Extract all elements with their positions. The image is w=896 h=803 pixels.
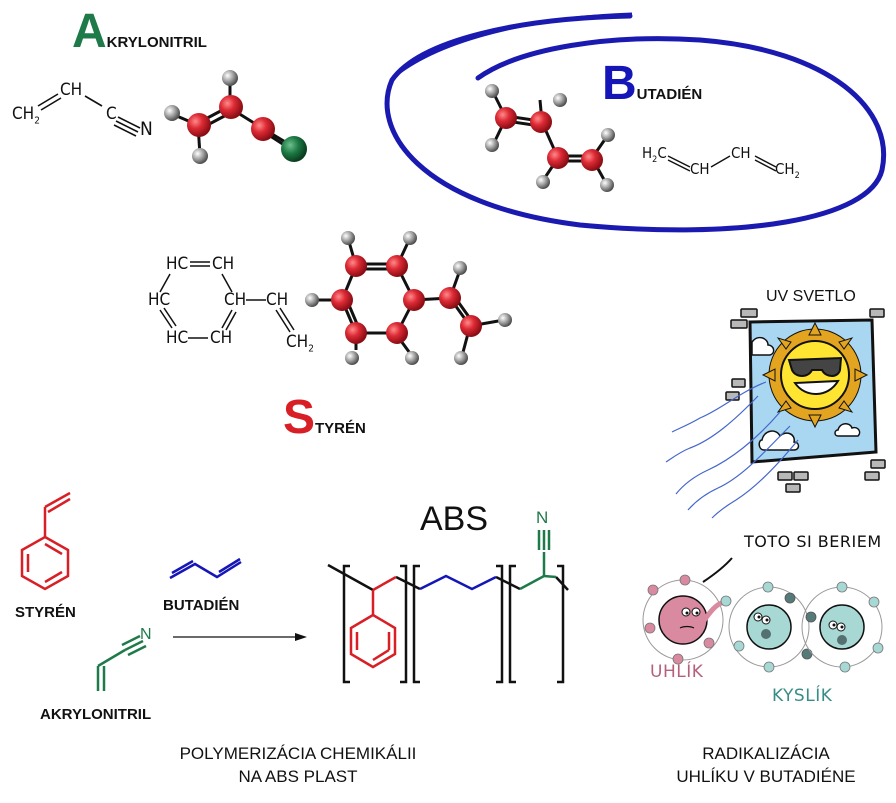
abs-polymer-structure (327, 530, 569, 684)
uv-rays (665, 381, 799, 519)
formula-hc-mid: HC (148, 290, 171, 310)
formula-ch2-end: CH2 (775, 160, 800, 181)
nitrogen-atom (281, 136, 307, 162)
formula-ch-bot: CH (210, 328, 233, 348)
butadiene-title-rest: UTADIÉN (636, 86, 703, 103)
carbon-atom (547, 147, 569, 169)
abs-product-n: N (536, 508, 549, 527)
hydrogen-atom (600, 178, 614, 192)
carbon-atom (581, 149, 603, 171)
hydrogen-atom (164, 105, 180, 121)
formula-h2c: H2C (642, 144, 667, 165)
carbon-atom (345, 255, 367, 277)
uv-light-title: UV SVETLO (766, 288, 856, 305)
carbon-atom (495, 107, 517, 129)
carbon-atom (187, 113, 211, 137)
butadiene-skeletal (169, 557, 242, 580)
hydrogen-atom (405, 351, 419, 365)
radicalization-caption: RADIKALIZÁCIA UHLÍKU V BUTADIÉNE (656, 742, 876, 788)
carbon-atom-character (642, 574, 732, 665)
reaction-acrylonitrile-label: AKRYLONITRIL (40, 706, 152, 723)
acrylonitrile-skeletal (96, 634, 147, 691)
reaction-styrene-label: STYRÉN (15, 604, 76, 621)
hydrogen-atom (453, 261, 467, 275)
polymerization-caption-line1: POLYMERIZÁCIA CHEMIKÁLII (179, 744, 417, 763)
sun-icon (761, 321, 869, 429)
styrene-initial: S (283, 391, 315, 444)
formula-ch2: CH2 (286, 332, 314, 355)
polymerization-caption: POLYMERIZÁCIA CHEMIKÁLII NA ABS PLAST (166, 742, 430, 788)
speech-label: TOTO SI BERIEM (744, 532, 882, 551)
acrylonitrile-title-rest: KRYLONITRIL (106, 34, 207, 51)
hydrogen-atom (305, 293, 319, 307)
carbon-atom (460, 315, 482, 337)
hydrogen-atom (485, 84, 499, 98)
formula-ch2: CH2 (12, 104, 40, 127)
butadiene-initial: B (602, 57, 637, 110)
carbon-atom (386, 322, 408, 344)
hydrogen-atom (345, 351, 359, 365)
reaction-nitrile-n: N (140, 626, 152, 643)
formula-hc-top: HC (166, 254, 189, 274)
oxygen-atom-character (801, 581, 884, 673)
hydrogen-atom (536, 175, 550, 189)
hydrogen-atom (601, 128, 615, 142)
cloud-icons (751, 336, 861, 451)
carbon-atom (219, 95, 243, 119)
carbon-atom (331, 289, 353, 311)
hydrogen-atom (485, 138, 499, 152)
radicalization-caption-line1: RADIKALIZÁCIA (702, 744, 830, 763)
formula-n: N (140, 118, 153, 140)
formula-ch-1: CH (690, 160, 710, 178)
hydrogen-atom (222, 70, 238, 86)
carbon-atom (251, 117, 275, 141)
hydrogen-atom (403, 231, 417, 245)
formula-hc-bot: HC (166, 328, 189, 348)
speech-pointer (702, 557, 733, 583)
styrene-skeletal (20, 491, 71, 591)
formula-c: C (106, 104, 117, 124)
carbon-atom (439, 287, 461, 309)
hydrogen-atom (341, 231, 355, 245)
carbon-atom (345, 322, 367, 344)
butadiene-title: BUTADIÉN (602, 56, 702, 111)
carbon-atom (530, 111, 552, 133)
styrene-title: STYRÉN (283, 390, 366, 445)
styrene-title-rest: TYRÉN (315, 420, 366, 437)
acrylonitrile-title: AKRYLONITRIL (72, 4, 207, 59)
hydrogen-atom (454, 351, 468, 365)
acrylonitrile-initial: A (72, 5, 107, 58)
formula-ch-top: CH (212, 254, 235, 274)
wall-bricks (725, 308, 886, 493)
oxygen-atom-character (728, 581, 817, 673)
formula-ch-mid: CH (224, 290, 247, 310)
hydrogen-atom (553, 93, 567, 107)
carbon-atom (386, 255, 408, 277)
hydrogen-atom (498, 313, 512, 327)
reaction-arrow (173, 633, 307, 641)
carbon-atom (403, 289, 425, 311)
formula-ch-2: CH (731, 144, 751, 162)
oxygen-label: KYSLÍK (772, 686, 833, 706)
hydrogen-atom (192, 148, 208, 164)
formula-ch: CH (60, 80, 83, 100)
abs-product-title: ABS (420, 500, 489, 538)
formula-ch-vinyl: CH (266, 290, 289, 310)
polymerization-caption-line2: NA ABS PLAST (238, 767, 358, 786)
carbon-label: UHLÍK (650, 662, 704, 682)
radicalization-caption-line2: UHLÍKU V BUTADIÉNE (676, 767, 856, 786)
reaction-butadiene-label: BUTADIÉN (163, 597, 240, 614)
